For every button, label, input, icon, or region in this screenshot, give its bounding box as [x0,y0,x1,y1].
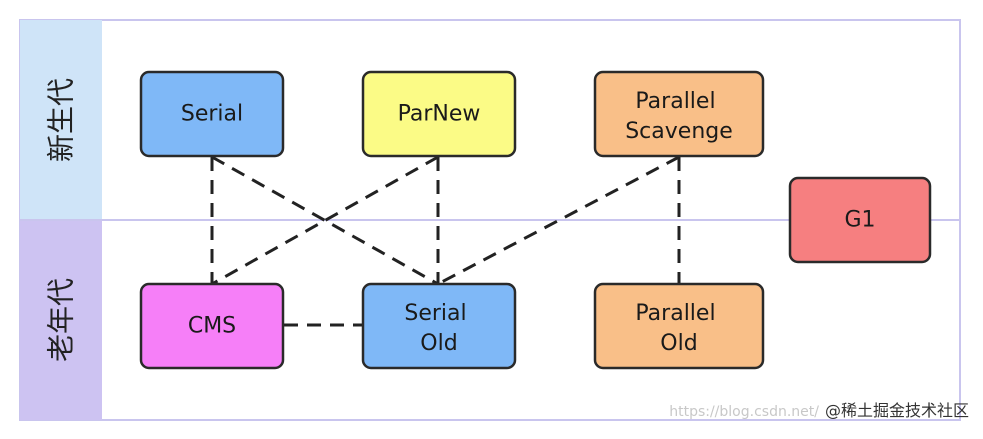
watermark: https://blog.csdn.net/ @稀土掘金技术社区 [669,397,969,421]
node-g1-label: G1 [844,208,875,233]
old-generation-label: 老年代 [45,278,78,362]
node-parnew: ParNew [361,70,517,158]
svg-text:Serial Old: Serial Old [404,301,473,356]
node-parallel-scavenge-line1: Parallel [635,89,715,114]
node-g1: G1 [788,176,932,264]
old-generation-band [20,220,102,420]
node-cms: CMS [139,282,285,370]
node-serial: Serial [139,70,285,158]
line-serial-serial-old [211,155,439,286]
node-cms-label: CMS [188,314,236,339]
node-parallel-scavenge-line2: Scavenge [625,119,733,144]
node-serial-old: Serial Old [361,282,517,370]
line-parnew-cms [211,155,439,286]
young-generation-label: 新生代 [45,78,78,162]
svg-text:Parallel Scavenge: Parallel Scavenge [625,89,733,144]
watermark-text: @稀土掘金技术社区 [824,401,969,420]
node-serial-label: Serial [181,102,243,127]
node-parallel-old-line2: Old [660,331,697,356]
compatibility-lines [210,155,681,327]
node-parnew-label: ParNew [398,102,481,127]
node-serial-old-line1: Serial [404,301,466,326]
node-parallel-old: Parallel Old [593,282,765,370]
svg-text:Parallel Old: Parallel Old [635,301,722,356]
watermark-faint-url: https://blog.csdn.net/ [669,404,819,420]
node-parallel-old-line1: Parallel [635,301,715,326]
node-parallel-scavenge: Parallel Scavenge [593,70,765,158]
young-generation-band [20,20,102,220]
node-serial-old-line2: Old [420,331,457,356]
